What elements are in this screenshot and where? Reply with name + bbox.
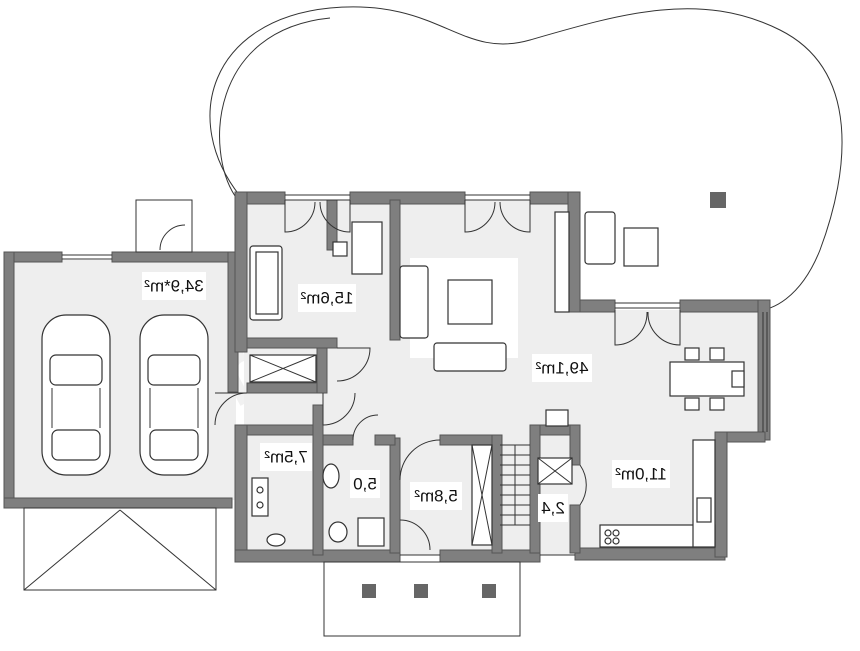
- bathroom-fixtures: [251, 463, 385, 547]
- room-label-garage: 34,9*m²: [142, 272, 206, 300]
- svg-text:2,4: 2,4: [541, 498, 565, 517]
- walls: [3, 191, 771, 563]
- garden-pond-inner: [219, 17, 331, 197]
- living-furniture: [399, 211, 659, 372]
- room-label-kitchen: 11,0m²: [612, 460, 670, 488]
- svg-text:5,0: 5,0: [353, 474, 377, 493]
- svg-text:7,5m²: 7,5m²: [264, 447, 308, 466]
- windows: [62, 194, 768, 556]
- svg-text:11,0m²: 11,0m²: [615, 464, 667, 483]
- entrance-terrace: [323, 561, 521, 637]
- pantry-shelf: [537, 409, 573, 485]
- svg-text:49,1m²: 49,1m²: [535, 358, 588, 377]
- svg-text:34,9*m²: 34,9*m²: [144, 276, 204, 295]
- dining-table: [669, 347, 745, 411]
- svg-text:15,6m²: 15,6m²: [300, 288, 353, 307]
- room-labels: 34,9*m² 15,6m² 49,1m² 11,0m² 7,5m² 5,0 5…: [142, 272, 670, 522]
- car-icon: [139, 314, 209, 476]
- garden-post: [710, 192, 726, 208]
- garden-pond: [209, 6, 843, 311]
- room-label-pantry: 2,4: [538, 494, 568, 522]
- doors: [159, 200, 681, 551]
- entrance-wardrobe: [471, 444, 493, 546]
- kitchen-counter: [599, 439, 716, 548]
- room-label-study: 15,6m²: [298, 284, 356, 312]
- room-label-entrance: 5,8m²: [410, 482, 462, 510]
- room-label-hall: 7,5m²: [260, 443, 312, 471]
- room-label-living: 49,1m²: [532, 354, 592, 382]
- study-furniture: [249, 221, 383, 383]
- svg-text:5,8m²: 5,8m²: [414, 486, 458, 505]
- room-label-wc: 5,0: [350, 470, 380, 498]
- car-icon: [41, 314, 111, 476]
- staircase: [500, 444, 530, 526]
- garage-canopy: [23, 507, 217, 591]
